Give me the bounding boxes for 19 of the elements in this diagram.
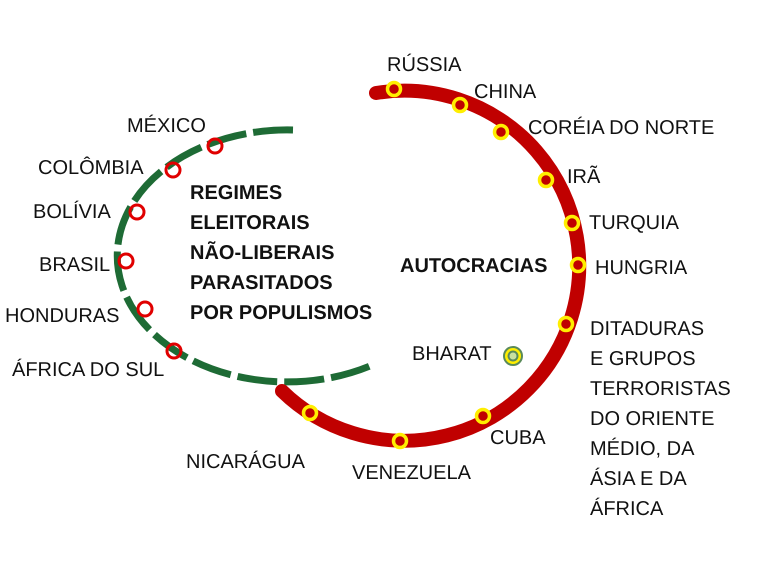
country-label: IRÃ <box>567 165 600 189</box>
country-label: HUNGRIA <box>595 256 688 280</box>
country-label: ÁFRICA DO SUL <box>12 358 164 382</box>
country-label: VENEZUELA <box>352 461 471 485</box>
country-label: RÚSSIA <box>387 53 462 77</box>
country-label: TURQUIA <box>589 211 679 235</box>
country-label: MÉXICO <box>127 114 206 138</box>
country-label: BRASIL <box>39 253 110 277</box>
country-label: CHINA <box>474 80 536 104</box>
country-label: NICARÁGUA <box>186 450 305 474</box>
region-label: DITADURAS E GRUPOS TERRORISTAS DO ORIENTE MÉDIO, DA ÁSIA E DA ÁFRICA <box>590 317 732 522</box>
country-label: CUBA <box>490 426 546 450</box>
country-label: COLÔMBIA <box>38 156 144 180</box>
group-title: REGIMES ELEITORAIS NÃO-LIBERAIS PARASITADOS POR POPULISMOS <box>190 181 374 326</box>
country-label: HONDURAS <box>5 304 120 328</box>
country-label: CORÉIA DO NORTE <box>528 116 714 140</box>
country-label: BHARAT <box>412 342 492 366</box>
group-title: AUTOCRACIAS <box>400 254 548 278</box>
country-label: BOLÍVIA <box>33 200 111 224</box>
